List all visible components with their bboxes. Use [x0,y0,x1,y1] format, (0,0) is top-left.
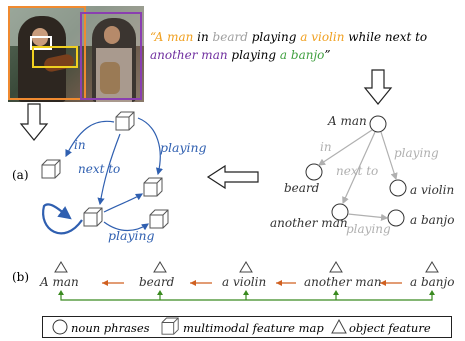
right-node-label-beard: beard [284,181,320,195]
node-another-man [331,203,349,221]
caption-token: a violin [300,30,345,44]
left-edge-label-in: in [74,138,86,152]
caption-token: playing [247,30,301,44]
caption-token: in [193,30,213,44]
box-man-orange [8,6,86,100]
edge-right-playing-top [380,131,398,181]
caption-sentence: “A man in beard playing a violin while n… [150,28,462,64]
edge-left-nextto [97,133,121,206]
section-label-a: (a) [12,168,29,182]
chain-item-another-man: another man [304,275,382,289]
node-a-man [369,115,387,133]
right-node-label-a-banjo: a banjo [410,213,455,227]
caption-token: ” [324,48,331,62]
right-edge-label-nextto: next to [336,164,379,178]
caption-token: while next to [344,30,428,44]
legend-circle-icon [52,319,68,335]
edge-left-violin-link [103,193,144,213]
section-label-b: (b) [12,270,30,284]
triangle-a-banjo [425,261,439,273]
left-edge-label-playing-bottom: playing [108,228,155,243]
right-node-label-another-man: another man [270,216,348,230]
legend-object-feature: object feature [349,321,431,335]
triangle-beard [153,261,167,273]
chain-item-beard: beard [139,275,175,289]
caption-token: beard [212,30,248,44]
triangle-a-man [54,261,68,273]
right-node-label-a-violin: a violin [410,183,455,197]
edge-left-playing-bottom [103,221,149,232]
left-arrow-middle [206,164,259,190]
chain-item-a-violin: a violin [222,275,267,289]
edge-right-in [317,129,373,166]
scene-photo [8,6,144,102]
box-violin-yellow [32,46,78,68]
edge-left-playing-top [137,117,163,176]
node-beard [305,163,323,181]
triangle-a-violin [239,261,253,273]
down-arrow-left [19,103,49,141]
left-edge-label-playing-top: playing [160,140,207,155]
cube-another-man [83,207,103,227]
right-edge-label-in: in [320,140,332,154]
cube-a-banjo [149,209,169,229]
chain-item-a-man: A man [40,275,79,289]
legend-triangle-icon [331,318,347,334]
caption-token: playing [227,48,280,62]
legend-noun-phrases: noun phrases [71,321,150,335]
cube-beard [41,159,61,179]
cube-a-man [115,111,135,131]
box-beard-white [30,36,52,50]
right-edge-label-playing-top: playing [394,146,439,160]
cube-a-violin [143,177,163,197]
edge-right-playing-bottom [347,213,389,221]
left-edge-label-nextto: next to [78,162,121,176]
edge-left-self-loop [42,203,83,235]
down-arrow-right [363,69,393,105]
box-another-man-purple [80,12,142,100]
node-a-violin [389,179,407,197]
caption-token: another man [150,48,228,62]
edge-right-nextto [342,131,376,205]
caption-token: a banjo [279,48,325,62]
triangle-another-man [329,261,343,273]
right-edge-label-playing-bottom: playing [346,222,391,236]
right-node-label-a-man: A man [328,114,367,128]
legend-box: noun phrases multimodal feature map obje… [42,316,452,338]
legend-feature-map: multimodal feature map [183,321,324,335]
chain-item-a-banjo: a banjo [410,275,455,289]
edge-left-in [65,120,115,158]
caption-token: “A man [150,30,194,44]
